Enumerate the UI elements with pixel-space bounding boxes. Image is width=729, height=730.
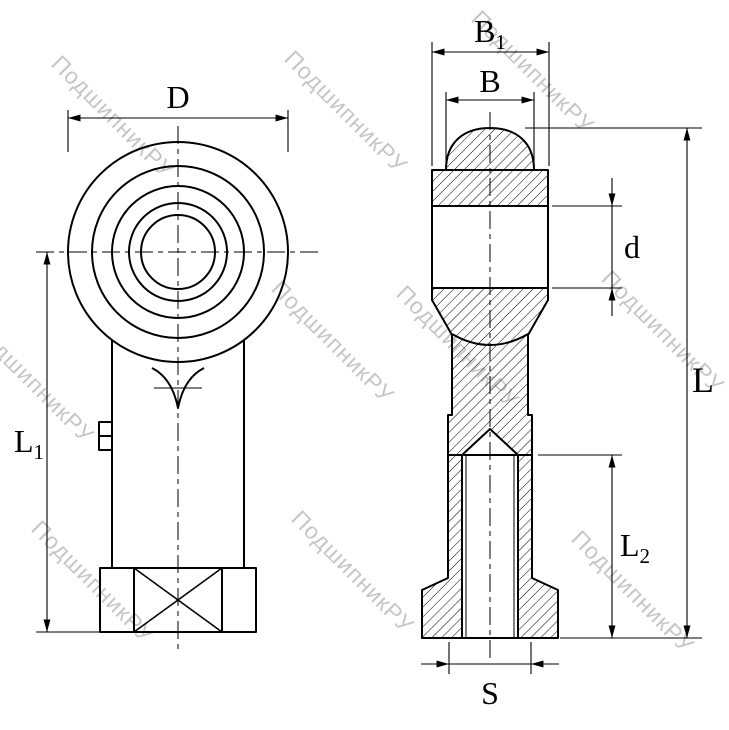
dim-label-L: L xyxy=(692,360,714,400)
dim-L: L xyxy=(525,127,714,639)
ball-lower-arc xyxy=(451,333,529,346)
dim-label-L2: L2 xyxy=(620,527,650,568)
dim-L1: L1 xyxy=(14,251,100,633)
dim-label-B1: B1 xyxy=(474,13,506,54)
nut-block xyxy=(99,567,257,633)
dim-label-S: S xyxy=(481,675,499,711)
lower-race-and-shank-section xyxy=(431,287,549,456)
dim-label-D: D xyxy=(166,79,189,115)
dim-D: D xyxy=(67,79,289,152)
ball-top-cap xyxy=(445,127,535,171)
watermark-text: ПодшипникРУ xyxy=(286,505,419,638)
dim-label-B: B xyxy=(479,63,500,99)
dim-d: d xyxy=(552,178,640,316)
dim-B: B xyxy=(445,63,535,168)
dim-label-L1: L1 xyxy=(14,423,44,464)
head-outer-circle xyxy=(67,141,289,363)
dim-L2: L2 xyxy=(538,454,650,638)
ball-inner-circle xyxy=(128,202,228,302)
bore-circle xyxy=(140,214,216,290)
side-view xyxy=(421,112,559,660)
upper-race-section xyxy=(431,169,549,207)
dim-label-d: d xyxy=(624,229,640,265)
nut-block-outline xyxy=(99,567,257,633)
lube-port xyxy=(98,421,112,451)
dim-S: S xyxy=(421,642,559,711)
front-view xyxy=(36,126,320,650)
nut-cross-diagonal-2 xyxy=(133,567,223,633)
ball-outer-circle xyxy=(111,185,245,319)
head-race-circle xyxy=(91,165,265,339)
dim-B1: B1 xyxy=(431,13,550,166)
dimensions: D L1 B1 B d xyxy=(14,13,714,711)
watermark-text: ПодшипникРУ xyxy=(279,45,412,178)
ball-pocket-notch xyxy=(151,367,205,409)
thread-wall-left xyxy=(421,454,463,639)
thread-wall-right xyxy=(517,454,559,639)
watermark-text: ПодшипникРУ xyxy=(266,275,399,408)
